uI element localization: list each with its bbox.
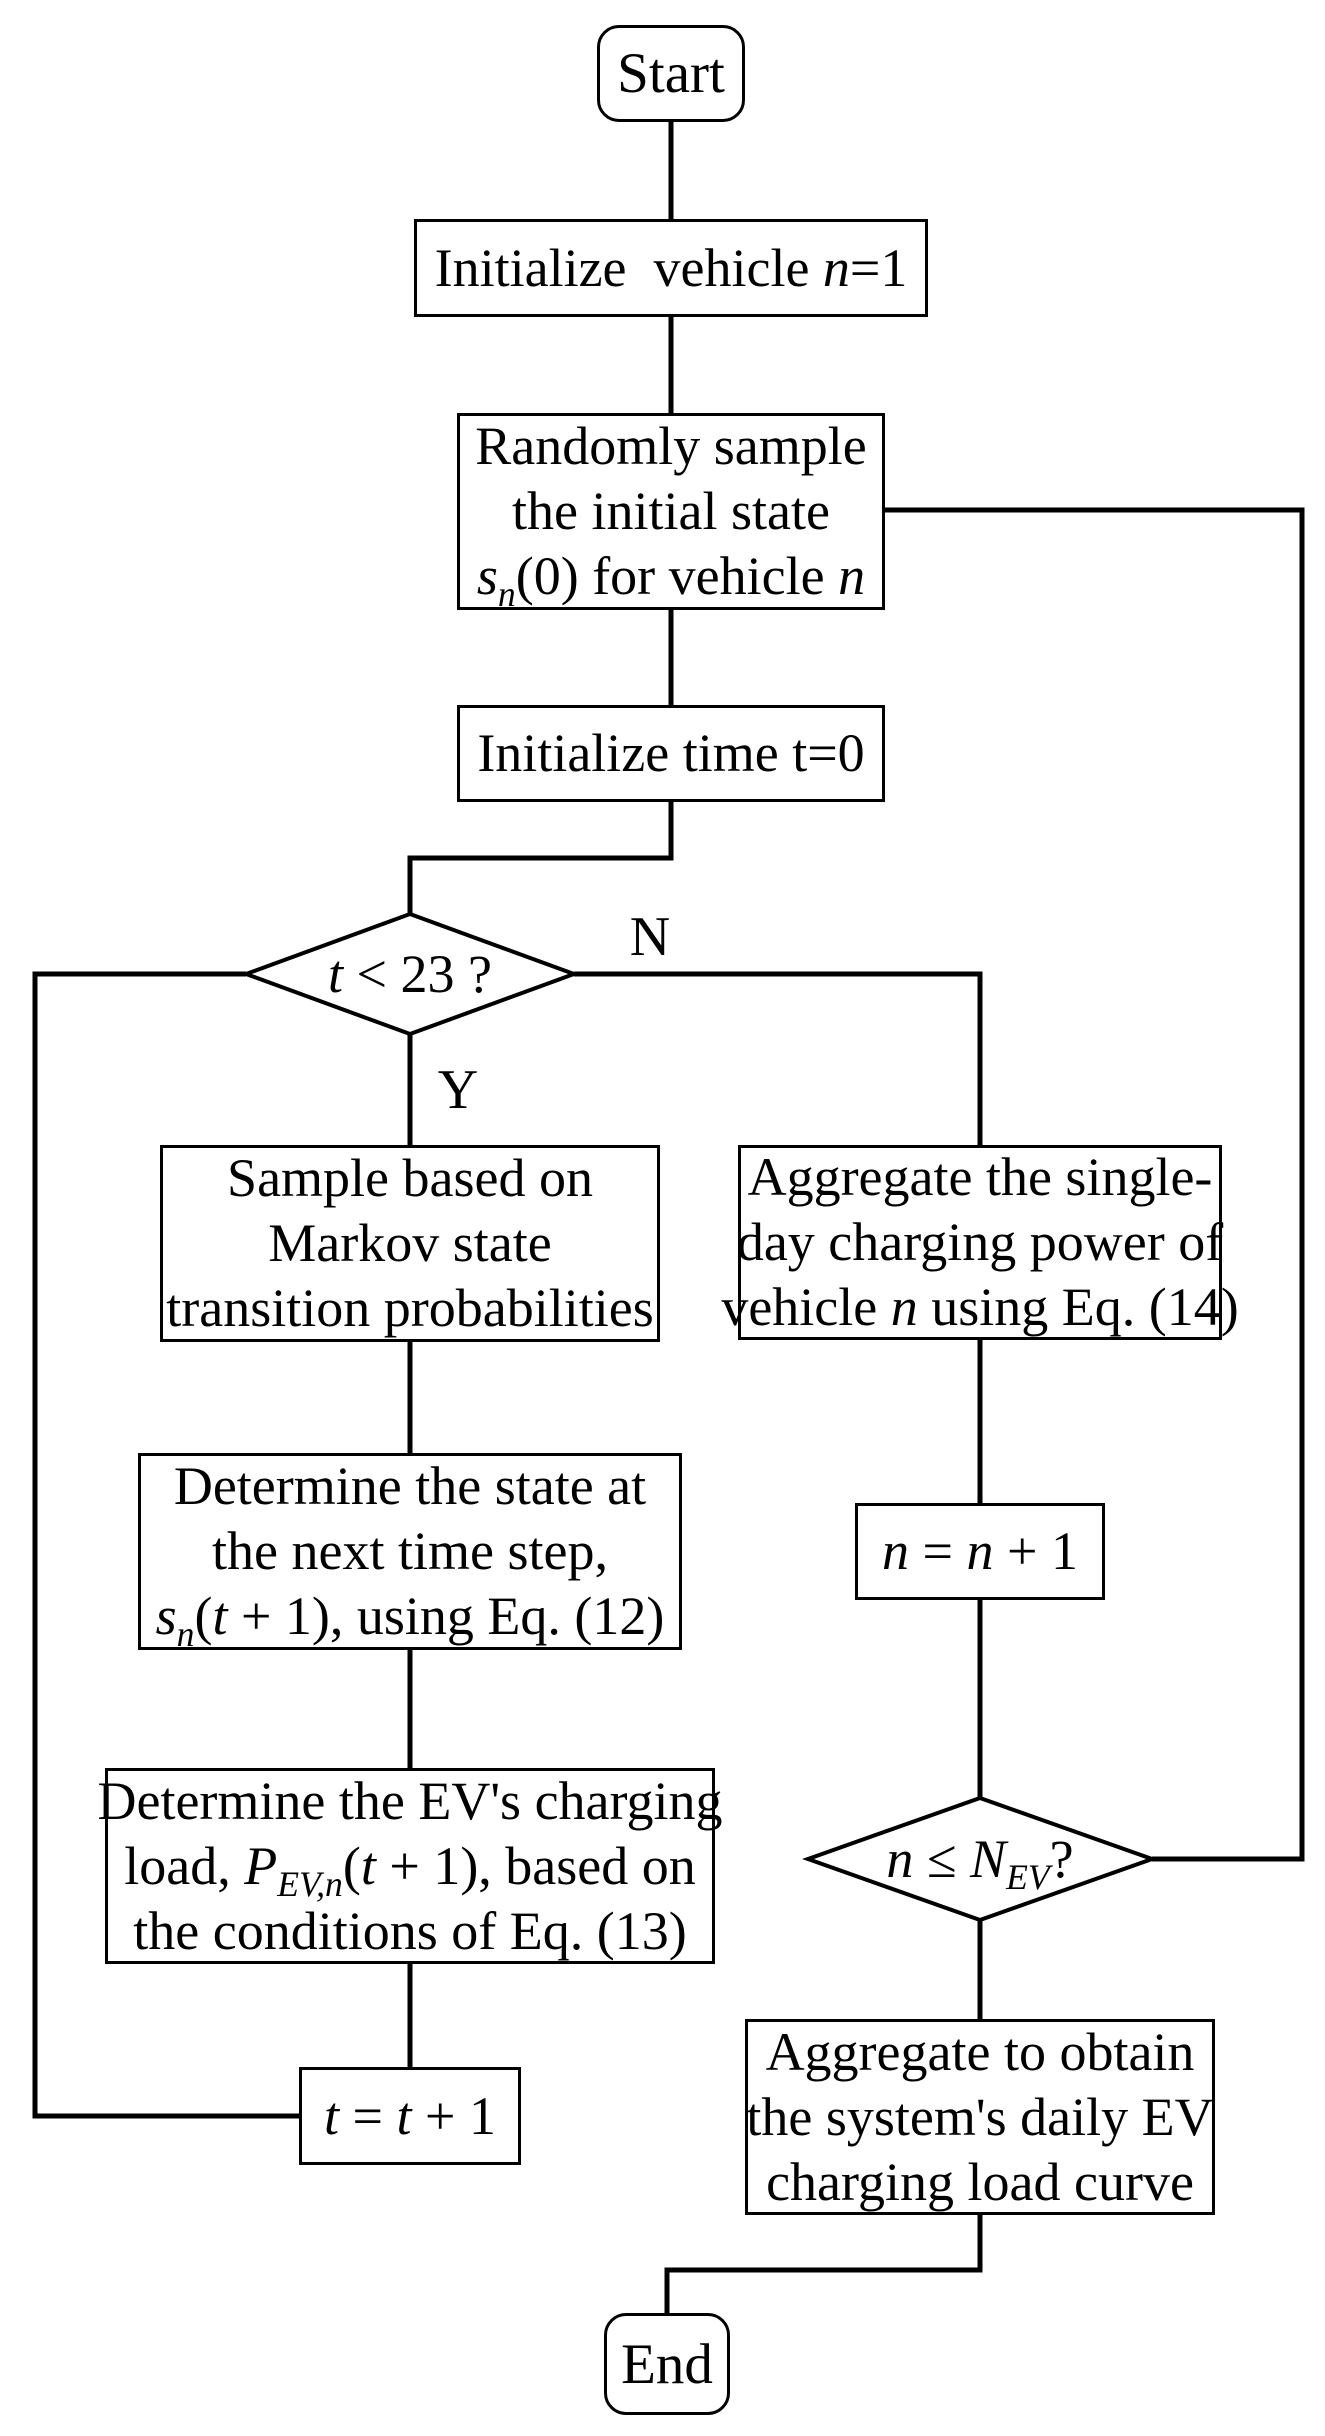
decision-vehicles-diamond (802, 1795, 1158, 1923)
decision-time-diamond (240, 911, 580, 1037)
branch-label-no: N (629, 906, 671, 968)
edge-increment-time-loop-to-decision-time (32, 971, 299, 2119)
initialize-vehicle-node: Initialize vehicle n=1 (414, 219, 928, 317)
initialize-time-node: Initialize time t=0 (457, 705, 885, 802)
increment-vehicle-node: n = n + 1 (855, 1503, 1105, 1600)
decision-time-label: t < 23 ? (328, 944, 492, 1004)
edge-decision-time-no (574, 971, 983, 1145)
decision-vehicles-label: n ≤ NEV? (886, 1829, 1074, 1897)
edge-decision-vehicles-loop-to-random-sample (885, 507, 1305, 1862)
branch-label-yes: Y (437, 1059, 479, 1121)
edge-aggregate-system-to-end (664, 2215, 983, 2313)
end-node: End (604, 2313, 730, 2415)
increment-time-node: t = t + 1 (299, 2067, 521, 2165)
start-node: Start (597, 25, 745, 122)
aggregate-day-node: Aggregate the single-day charging power … (721, 1145, 1239, 1340)
edge-init-time-to-decision-time (407, 802, 674, 914)
